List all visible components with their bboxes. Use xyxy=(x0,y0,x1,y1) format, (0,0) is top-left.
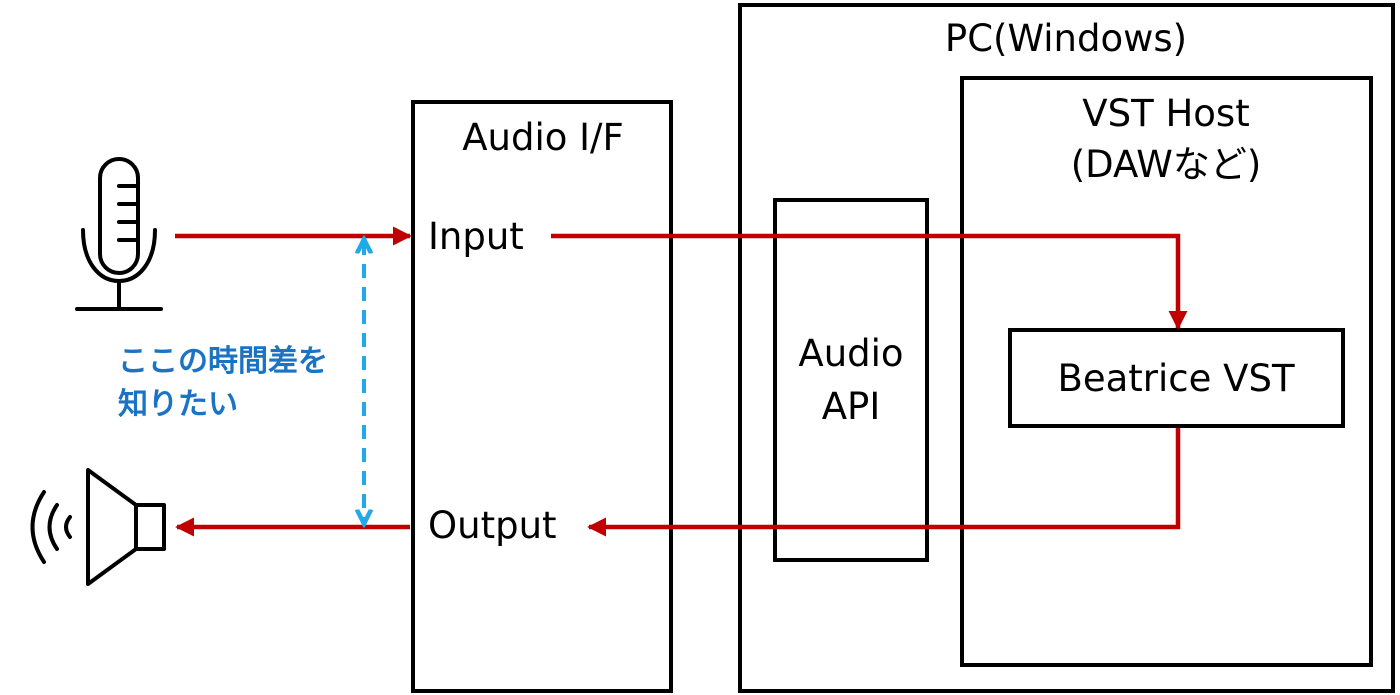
latency-note: ここの時間差を 知りたい xyxy=(118,344,328,422)
signal-paths xyxy=(175,226,1188,537)
vst-host-title: VST Host xyxy=(1082,92,1249,135)
microphone-icon xyxy=(75,157,163,311)
latency-note-line2: 知りたい xyxy=(118,387,238,422)
audio-if-title: Audio I/F xyxy=(462,116,624,159)
beatrice-vst-box: Beatrice VST xyxy=(1008,328,1345,428)
beatrice-vst-label: Beatrice VST xyxy=(1057,357,1294,400)
audio-if-input-label: Input xyxy=(428,215,524,258)
pc-box: PC(Windows) xyxy=(738,3,1395,693)
pc-title: PC(Windows) xyxy=(945,17,1187,60)
latency-note-line1: ここの時間差を xyxy=(118,344,328,379)
audio-if-box: Audio I/F Input Output xyxy=(411,100,673,693)
audio-api-line1: Audio xyxy=(798,332,903,375)
audio-if-output-label: Output xyxy=(428,504,557,547)
vst-host-subtitle: (DAWなど) xyxy=(1071,143,1262,186)
audio-api-line2: API xyxy=(822,385,881,428)
beatrice-to-output-arrow xyxy=(587,428,1181,537)
input-to-beatrice-arrow xyxy=(551,233,1188,330)
audio-api-box: Audio API xyxy=(773,198,929,562)
vst-host-box: VST Host (DAWなど) xyxy=(960,76,1373,667)
speaker-icon xyxy=(30,468,166,586)
